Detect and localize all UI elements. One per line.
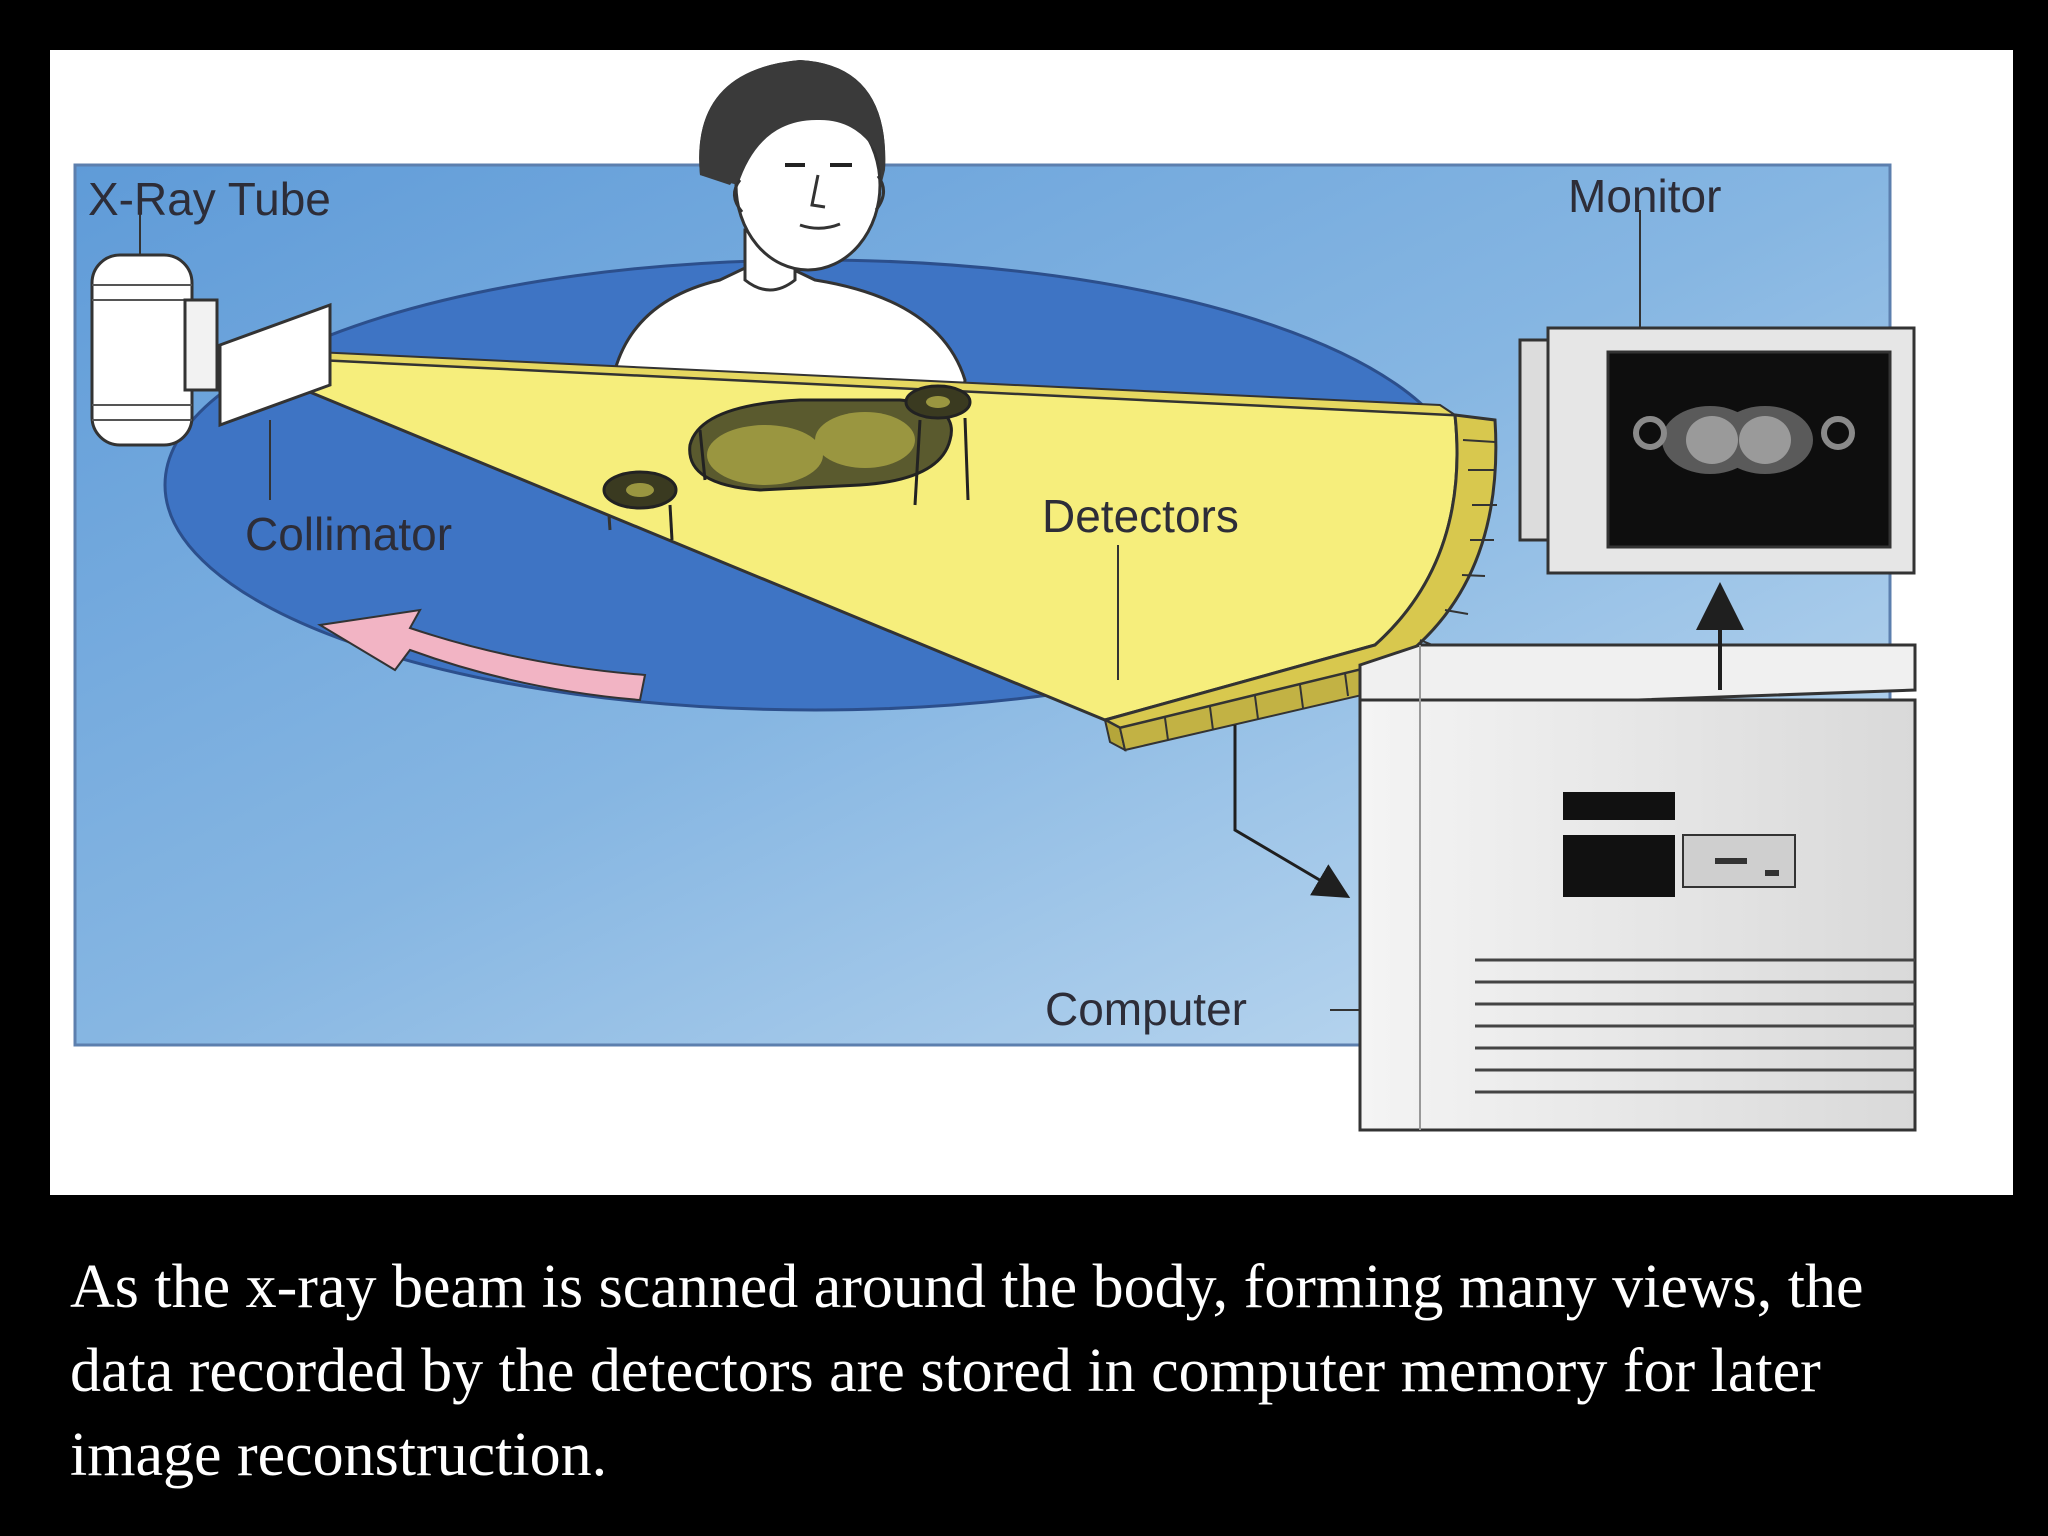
rotation-arrow bbox=[317, 608, 647, 702]
label-detectors: Detectors bbox=[1042, 490, 1239, 542]
computer bbox=[1358, 643, 1917, 1132]
body-cross-section bbox=[602, 384, 972, 541]
label-monitor: Monitor bbox=[1568, 170, 1721, 222]
label-xray-tube: X-Ray Tube bbox=[88, 173, 331, 225]
monitor-ct-image bbox=[1633, 406, 1855, 474]
collimator bbox=[218, 302, 332, 428]
caption: As the x-ray beam is scanned around the … bbox=[70, 1253, 1864, 1489]
detector-array bbox=[1100, 413, 1498, 752]
label-computer: Computer bbox=[1045, 983, 1247, 1035]
detector-to-computer-arrow bbox=[1233, 725, 1351, 899]
xray-tube bbox=[90, 253, 219, 447]
monitor bbox=[1518, 326, 1916, 575]
label-collimator: Collimator bbox=[245, 508, 452, 560]
